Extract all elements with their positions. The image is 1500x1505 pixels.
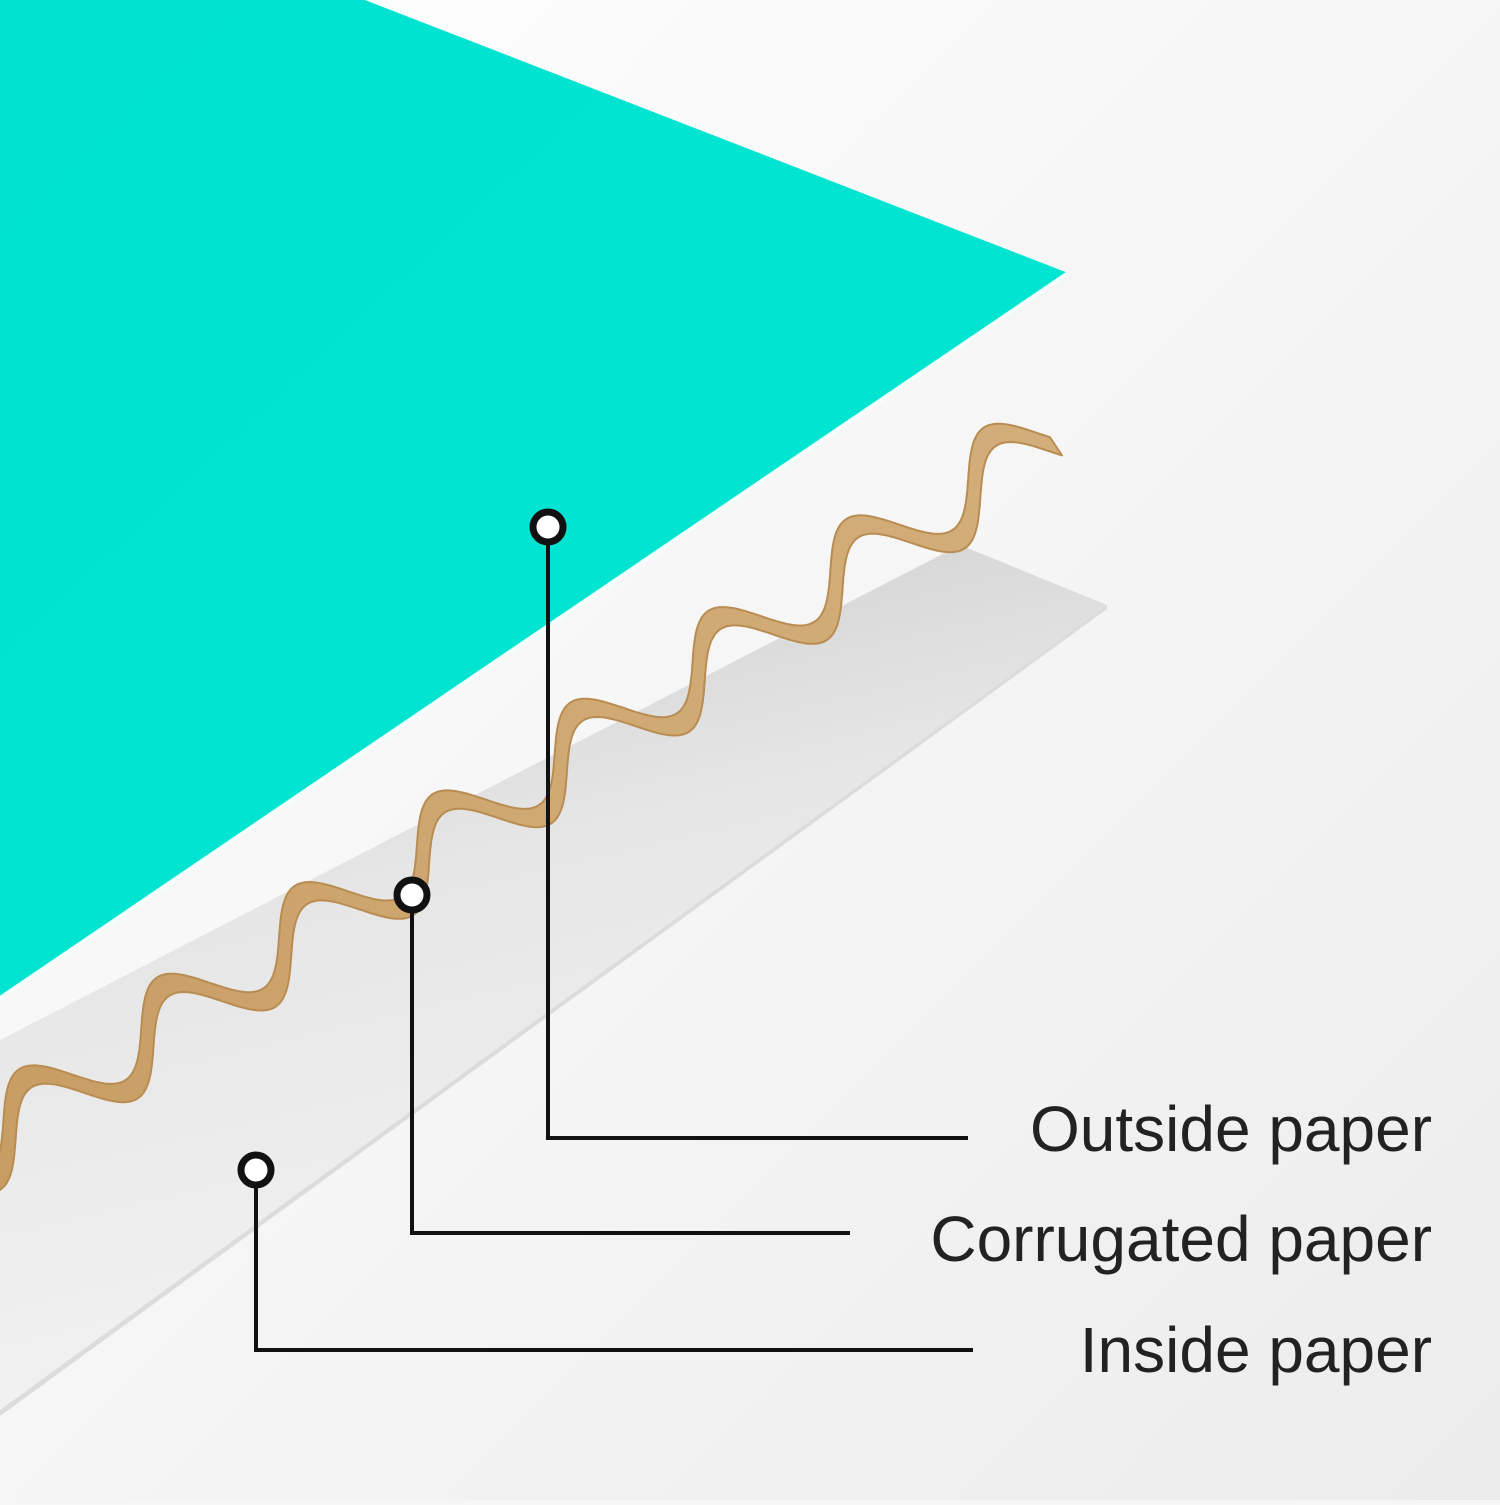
marker-outside bbox=[529, 508, 567, 546]
leader-line-corrugated bbox=[410, 895, 850, 1235]
label-outside-paper: Outside paper bbox=[1029, 1093, 1432, 1165]
markers bbox=[237, 508, 567, 1189]
label-corrugated-paper: Corrugated paper bbox=[930, 1203, 1432, 1275]
marker-inside bbox=[237, 1151, 275, 1189]
inside-paper-sheet bbox=[0, 545, 1107, 1410]
outside-paper-sheet bbox=[0, 0, 1068, 998]
marker-corrugated bbox=[393, 876, 431, 914]
leader-line-inside bbox=[254, 1170, 973, 1352]
label-inside-paper: Inside paper bbox=[1079, 1314, 1432, 1386]
inside-paper-edge bbox=[0, 605, 1107, 1416]
leader-lines bbox=[254, 527, 973, 1352]
leader-line-outside bbox=[546, 527, 968, 1140]
outside-paper-edge bbox=[0, 271, 1070, 1000]
corrugated-paper-fluting bbox=[0, 422, 1063, 1191]
